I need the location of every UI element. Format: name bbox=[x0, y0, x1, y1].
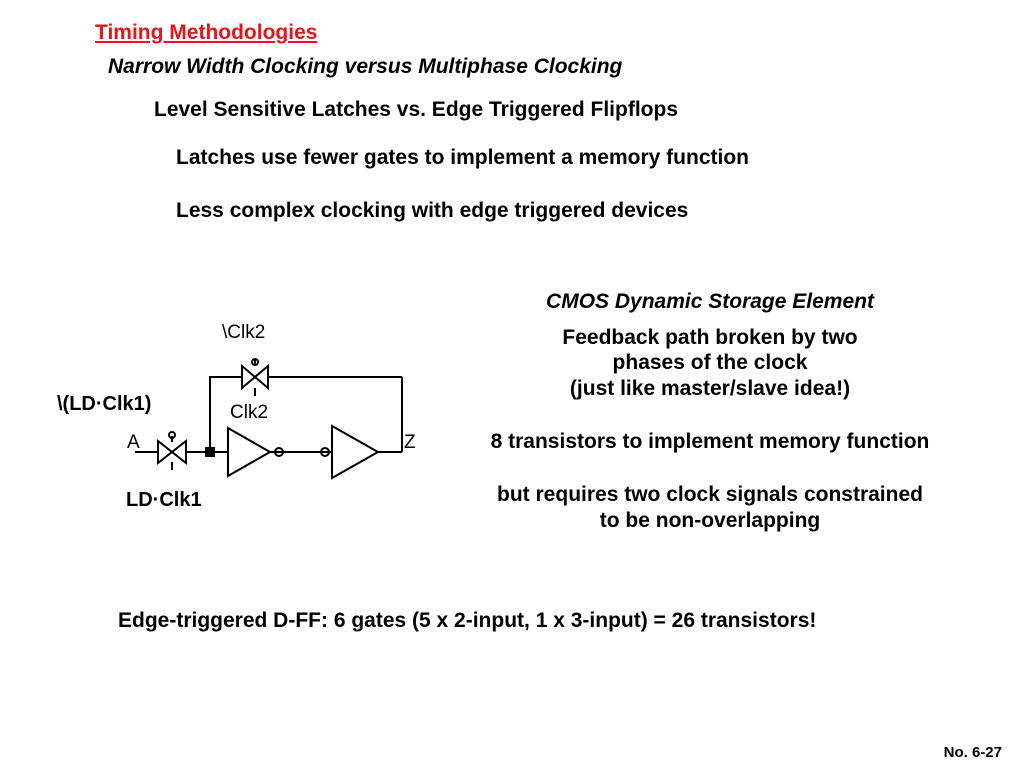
section-heading: Level Sensitive Latches vs. Edge Trigger… bbox=[154, 98, 678, 121]
ld-clk1-bar-label: \(LD·Clk1) bbox=[57, 393, 151, 415]
requirement-line-2: to be non-overlapping bbox=[599, 509, 821, 532]
input-transmission-gate bbox=[157, 431, 187, 470]
bullet-clocking: Less complex clocking with edge triggere… bbox=[176, 199, 689, 222]
feedback-line-3: (just like master/slave idea!) bbox=[569, 377, 851, 400]
feedback-transmission-gate bbox=[241, 358, 269, 396]
output-z-label: Z bbox=[404, 432, 416, 453]
ld-clk1-label: LD·Clk1 bbox=[126, 489, 202, 511]
feedback-left-wire bbox=[209, 376, 242, 452]
feedback-line-2: phases of the clock bbox=[612, 351, 808, 374]
bullet-latches: Latches use fewer gates to implement a m… bbox=[176, 146, 749, 169]
transistor-count-note: 8 transistors to implement memory functi… bbox=[490, 430, 930, 453]
inverter-1 bbox=[227, 426, 284, 478]
junction-node bbox=[205, 447, 215, 457]
clk2-label: Clk2 bbox=[230, 402, 268, 423]
clk2-bar-label: \Clk2 bbox=[222, 322, 265, 343]
feedback-line-1: Feedback path broken by two bbox=[562, 326, 858, 349]
inverter-2 bbox=[320, 424, 381, 480]
input-a-label: A bbox=[127, 432, 140, 453]
slide-subtitle: Narrow Width Clocking versus Multiphase … bbox=[108, 55, 623, 78]
edge-ff-note: Edge-triggered D-FF: 6 gates (5 x 2-inpu… bbox=[118, 609, 817, 632]
cmos-caption: CMOS Dynamic Storage Element bbox=[546, 290, 874, 313]
slide-title: Timing Methodologies bbox=[95, 21, 318, 44]
requirement-line-1: but requires two clock signals constrain… bbox=[497, 483, 923, 506]
page-number: No. 6-27 bbox=[943, 744, 1002, 761]
